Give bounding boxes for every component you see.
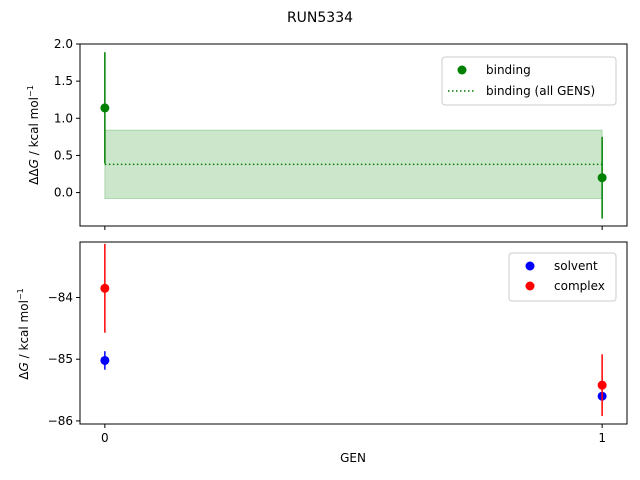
binding-y-axis-label: ΔΔG / kcal mol−1: [26, 85, 41, 185]
legend-binding-label: binding: [486, 63, 531, 77]
solvent-data-point: [100, 355, 110, 365]
binding-y-axis-label-exponent: −1: [26, 85, 35, 97]
free-energy-y-tick-label: −86: [48, 414, 73, 428]
binding-y-axis-label-variable: G: [27, 159, 41, 168]
binding-y-tick-label: 2.0: [54, 37, 73, 51]
complex-data-point: [100, 283, 110, 293]
binding-plot-area: [100, 52, 607, 219]
free-energy-x-tick-label: 1: [598, 431, 606, 445]
figure-title: RUN5334: [287, 10, 353, 26]
x-axis-label: GEN: [340, 451, 366, 465]
binding-axis-ticks: 0.0 0.5 1.0 1.5 2.0: [54, 37, 603, 230]
free-energy-y-axis-label: ΔG / kcal mol−1: [16, 288, 31, 379]
complex-data-point: [597, 380, 607, 390]
free-energy-y-axis-label-exponent: −1: [16, 288, 25, 300]
binding-legend: binding binding (all GENS): [441, 56, 617, 106]
binding-y-tick-label: 1.0: [54, 111, 73, 125]
binding-y-tick-label: 1.5: [54, 74, 73, 88]
free-energy-y-tick-label: −85: [48, 352, 73, 366]
binding-y-tick-label: 0.0: [54, 186, 73, 200]
legend-complex-marker: [525, 281, 535, 291]
binding-panel: 0.0 0.5 1.0 1.5 2.0 ΔΔG / kcal mol−1 binding…: [26, 37, 628, 230]
free-energy-legend: solvent complex: [508, 252, 617, 302]
binding-y-tick-label: 0.5: [54, 148, 73, 162]
free-energy-plot-area: [100, 243, 607, 416]
legend-binding-marker: [457, 65, 467, 75]
free-energy-axes-frame: [79, 241, 628, 425]
legend-binding-all-gens-label: binding (all GENS): [486, 84, 595, 98]
free-energy-legend-frame: [508, 252, 617, 302]
free-energy-y-tick-label: −84: [48, 291, 73, 305]
legend-solvent-marker: [525, 261, 535, 271]
binding-y-axis-label-prefix: ΔΔ: [27, 168, 41, 185]
legend-complex-label: complex: [554, 279, 605, 293]
free-energy-y-axis-label-unit: / kcal mol: [17, 300, 31, 362]
free-energy-axis-ticks: −86 −85 −84 0 1: [48, 291, 606, 445]
free-energy-y-axis-label-prefix: Δ: [17, 371, 31, 380]
binding-data-point: [100, 103, 110, 113]
binding-data-point: [597, 173, 607, 183]
free-energy-y-axis-label-variable: G: [17, 362, 31, 371]
binding-axes-frame: [79, 43, 628, 227]
binding-y-axis-label-unit: / kcal mol: [27, 97, 41, 159]
free-energy-x-tick-label: 0: [101, 431, 109, 445]
binding-legend-frame: [441, 56, 617, 106]
free-energy-panel: −86 −85 −84 0 1 ΔG / kcal mol−1 solvent comp…: [16, 241, 628, 445]
legend-solvent-label: solvent: [554, 259, 598, 273]
